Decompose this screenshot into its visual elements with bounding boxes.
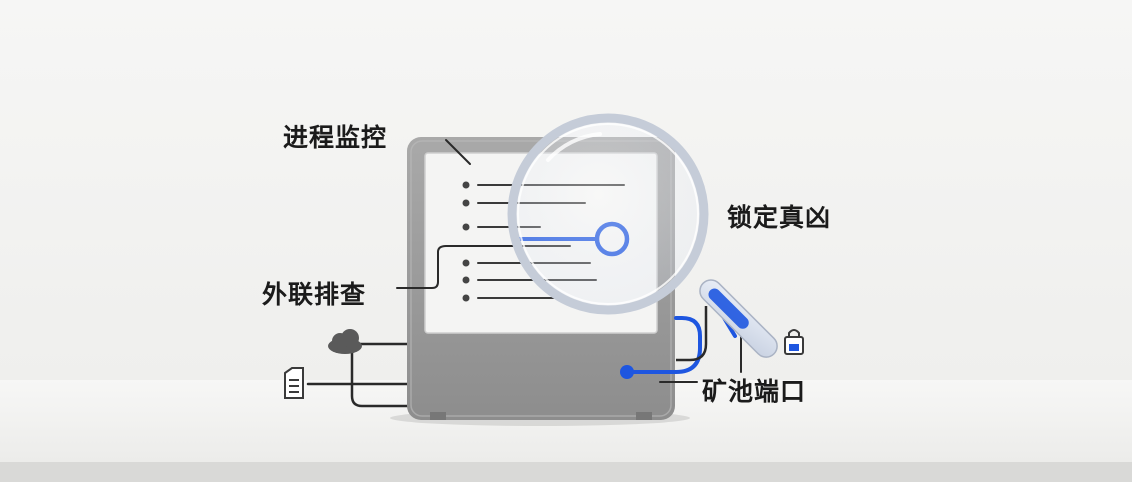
backdrop-bottom-bar [0,462,1132,482]
magnifier-icon [507,113,778,358]
label-outbound-check: 外联排查 [262,280,367,309]
lock-icon [784,329,804,355]
leader-outbound [396,245,571,289]
cloud-icon [328,329,362,354]
left-connectors [306,342,410,408]
leader-process [445,139,471,165]
leader-lines [396,139,742,383]
vertical-connector [350,350,410,408]
port-dot [620,365,634,379]
document-icon [284,367,304,399]
side-wire [676,306,708,362]
label-lock-culprit: 锁定真凶 [727,203,832,232]
label-process-monitoring: 进程监控 [283,123,388,152]
label-mining-pool-port: 矿池端口 [702,377,807,406]
